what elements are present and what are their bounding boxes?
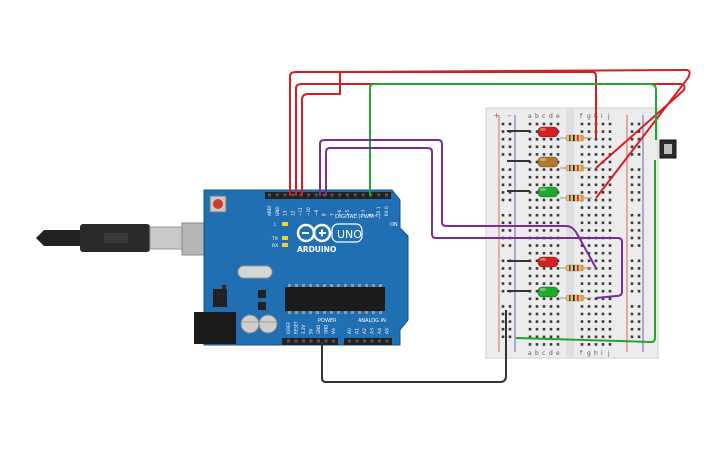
column-letter: a [528,350,532,357]
brand-label: ARDUINO [297,245,336,254]
model-label: UNO [337,228,362,241]
breadboard-components [507,126,677,302]
digital-header [265,192,391,199]
digital-pin-label: 2 [368,213,373,216]
analog-pin-label: A2 [362,328,368,334]
column-letter: e [556,350,560,357]
digital-pin-label: 13 [283,210,288,216]
analog-header [344,338,392,345]
column-letter: b [535,113,539,120]
led-4 [537,256,559,268]
resistor-1 [560,134,592,142]
digital-pin-label: ~11 [298,207,303,216]
column-letter: b [535,350,539,357]
column-letter: f [580,350,583,357]
crystal [237,265,273,279]
column-letter: j [607,113,610,120]
analog-label: ANALOG IN [358,318,386,324]
usb-cable [36,222,233,256]
power-label: POWER [318,318,337,324]
power-pin-label: 3.3V [301,325,306,334]
digital-pin-label: TX 1 [376,206,381,217]
dc-power-jack [194,312,236,344]
analog-pin-label: A4 [377,328,383,334]
rail-minus-label: - [508,111,511,120]
wire-black-1 [321,310,507,383]
digital-pin-label: GND [275,206,280,216]
l-label: L [274,222,277,228]
digital-pin-label: ~10 [306,207,311,216]
column-letter: i [601,113,603,120]
column-letter: i [601,350,603,357]
led-3 [537,186,559,198]
digital-pin-label: 4 [353,213,358,216]
digital-pin-label: ~3 [361,209,366,216]
analog-pin-label: A5 [385,328,391,334]
digital-pin-label: 8 [322,213,327,216]
column-letter: j [607,350,610,357]
analog-pin-label: A3 [370,328,376,334]
power-pin-label: GND [324,325,329,334]
analog-pin-label: A1 [355,328,361,334]
resistor-5 [560,294,592,302]
led-2 [537,156,559,168]
digital-pin-label: 7 [329,213,334,216]
resistor-3 [560,194,592,202]
rx-label: RX [272,243,278,249]
wire-purple-1 [319,139,597,269]
capacitor [258,314,278,334]
column-letter: d [549,113,553,120]
column-letter: g [587,350,591,357]
pushbutton[interactable] [659,139,677,159]
column-letter: c [542,113,545,120]
column-letter: d [549,350,553,357]
resistor-2 [560,164,592,172]
column-letter: c [542,350,545,357]
power-pin-label: RESET [294,321,299,334]
digital-pin-label: ~9 [314,209,319,216]
tx-label: TX [271,236,278,242]
digital-pin-label: AREF [267,205,272,216]
digital-label: DIGITAL (PWM~) [335,214,381,220]
power-pin-label: GND [316,325,321,334]
on-label: ON [390,222,398,228]
column-letter: a [528,113,532,120]
wires [289,68,691,383]
digital-pin-label: ~5 [345,209,350,216]
wire-red-3 [301,68,691,199]
digital-pin-label: RX 0 [384,206,389,216]
power-pin-label: Vin [331,327,336,334]
column-letter: g [587,113,591,120]
led-5 [537,286,559,298]
analog-pin-label: A0 [347,328,353,334]
column-letter: e [556,113,560,120]
arduino-logo [296,223,332,243]
column-letter: h [594,350,598,357]
digital-pin-label: 12 [290,210,295,216]
resistor-4 [560,264,592,272]
wire-green-1 [369,83,657,196]
wire-green-2 [515,160,656,344]
capacitor [240,314,260,334]
power-pin-label: 5V [309,328,314,334]
power-pin-label: IOREF [286,321,291,334]
column-letter: f [580,113,583,120]
wire-purple-2 [325,147,623,299]
led-1 [537,126,559,138]
reset-button[interactable] [213,199,223,209]
digital-pin-label: ~6 [337,209,342,216]
voltage-regulator [213,289,227,307]
rail-plus-label: + [493,111,500,120]
atmega-chip [285,287,385,311]
